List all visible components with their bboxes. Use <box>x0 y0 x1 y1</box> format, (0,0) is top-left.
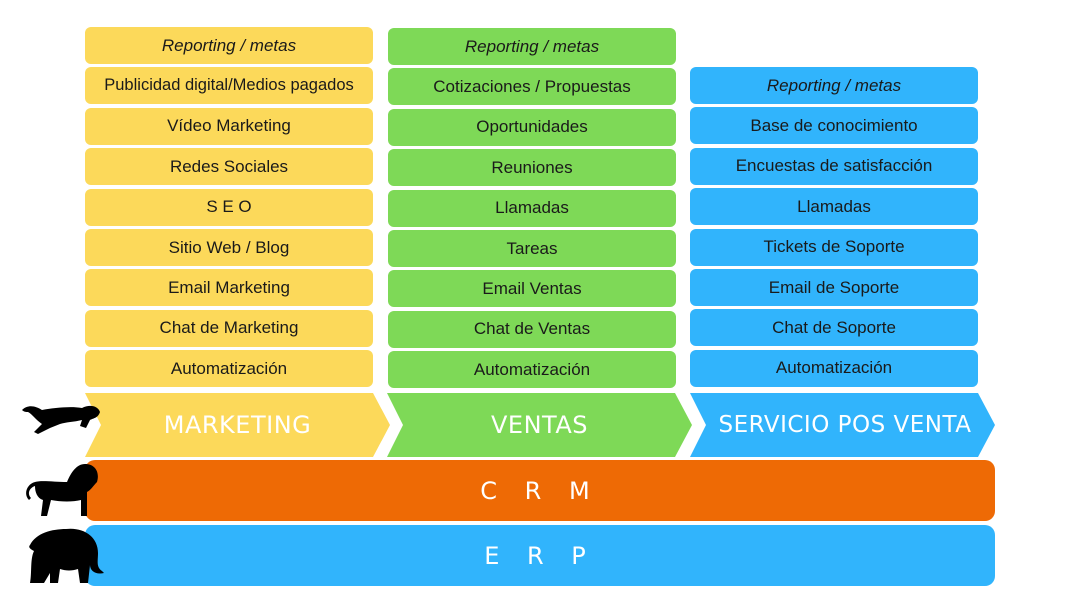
servicio-item: Email de Soporte <box>690 269 978 306</box>
ventas-item: Email Ventas <box>388 270 676 308</box>
ventas-item: Oportunidades <box>388 108 676 146</box>
servicio-item: Llamadas <box>690 188 978 226</box>
erp-label: E R P <box>484 541 596 570</box>
crm-label: C R M <box>480 476 600 505</box>
marketing-item: Vídeo Marketing <box>85 107 373 145</box>
ventas-item: Chat de Ventas <box>388 310 676 348</box>
ventas-item: Llamadas <box>388 189 676 227</box>
servicio-item: Automatización <box>690 349 978 387</box>
marketing-item: Chat de Marketing <box>85 309 373 347</box>
servicio-chevron-shape <box>690 393 995 457</box>
crm-bar: C R M <box>85 460 995 521</box>
marketing-item: S E O <box>85 188 373 226</box>
ventas-item: Cotizaciones / Propuestas <box>388 68 676 106</box>
marketing-item: Publicidad digital/Medios pagados <box>85 67 373 105</box>
ventas-stage-label: VENTAS <box>491 411 588 439</box>
ventas-chevron-shape <box>387 393 692 457</box>
panther-icon <box>22 405 100 434</box>
servicio-stage-label: SERVICIO POS VENTA <box>718 412 972 438</box>
servicio-item: Chat de Soporte <box>690 309 978 347</box>
ventas-item: Automatización <box>388 351 676 389</box>
servicio-item: Tickets de Soporte <box>690 228 978 266</box>
ventas-item: Tareas <box>388 230 676 267</box>
elephant-icon <box>29 528 104 583</box>
marketing-item: Automatización <box>85 350 373 388</box>
marketing-stage-label: MARKETING <box>163 411 312 439</box>
ventas-item: Reuniones <box>388 149 676 187</box>
servicio-item: Base de conocimiento <box>690 107 978 145</box>
marketing-item: Reporting / metas <box>85 27 373 64</box>
marketing-chevron-shape <box>85 393 390 457</box>
servicio-item: Encuestas de satisfacción <box>690 147 978 185</box>
servicio-item: Reporting / metas <box>690 67 978 104</box>
erp-bar: E R P <box>85 525 995 586</box>
lion-icon <box>26 464 98 516</box>
marketing-item: Sitio Web / Blog <box>85 229 373 266</box>
ventas-item: Reporting / metas <box>388 28 676 65</box>
marketing-item: Redes Sociales <box>85 148 373 186</box>
marketing-item: Email Marketing <box>85 269 373 307</box>
